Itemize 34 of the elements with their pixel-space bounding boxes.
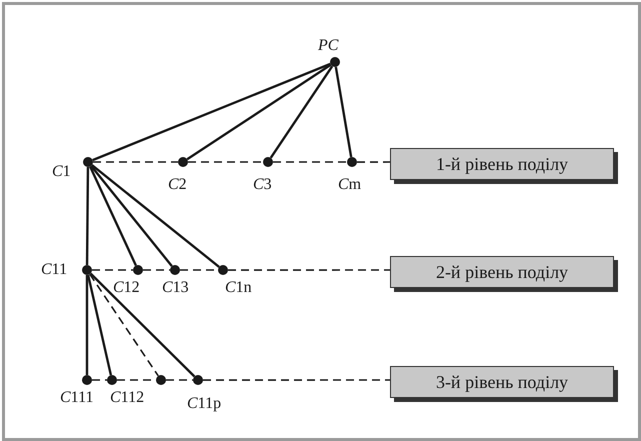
node-label: C111 bbox=[60, 388, 94, 408]
node-label: C11 bbox=[41, 260, 68, 280]
dashed-line bbox=[188, 161, 263, 163]
dashed-line bbox=[273, 161, 347, 163]
dashed-line bbox=[89, 274, 159, 376]
connector-line bbox=[92, 62, 331, 162]
node-label: C1n bbox=[225, 278, 252, 298]
connector-line bbox=[86, 166, 90, 266]
dashed-line bbox=[357, 161, 390, 163]
node-label: Cm bbox=[338, 175, 362, 195]
connector-line bbox=[90, 165, 173, 267]
node-label: C3 bbox=[253, 175, 272, 195]
connector-line bbox=[270, 65, 334, 159]
dashed-line bbox=[93, 161, 178, 163]
dashed-line bbox=[92, 379, 107, 381]
dashed-line bbox=[228, 269, 390, 271]
connector-line bbox=[89, 166, 137, 266]
node-label: C12 bbox=[113, 278, 140, 298]
dashed-line bbox=[143, 269, 170, 271]
connector-line bbox=[86, 275, 88, 375]
node-label: PC bbox=[318, 36, 338, 56]
node-label: C112 bbox=[110, 388, 144, 408]
node-label: C11p bbox=[187, 394, 222, 414]
dashed-line bbox=[203, 379, 390, 381]
node-label: C2 bbox=[168, 175, 187, 195]
dashed-line bbox=[166, 379, 193, 381]
connector-line bbox=[186, 64, 332, 160]
connector-line bbox=[90, 272, 196, 378]
connector-line bbox=[86, 274, 112, 376]
node-label: C1 bbox=[52, 162, 71, 182]
connector-line bbox=[91, 164, 220, 268]
dashed-line bbox=[92, 269, 133, 271]
node-label: C13 bbox=[162, 278, 189, 298]
connector-line bbox=[334, 66, 352, 158]
